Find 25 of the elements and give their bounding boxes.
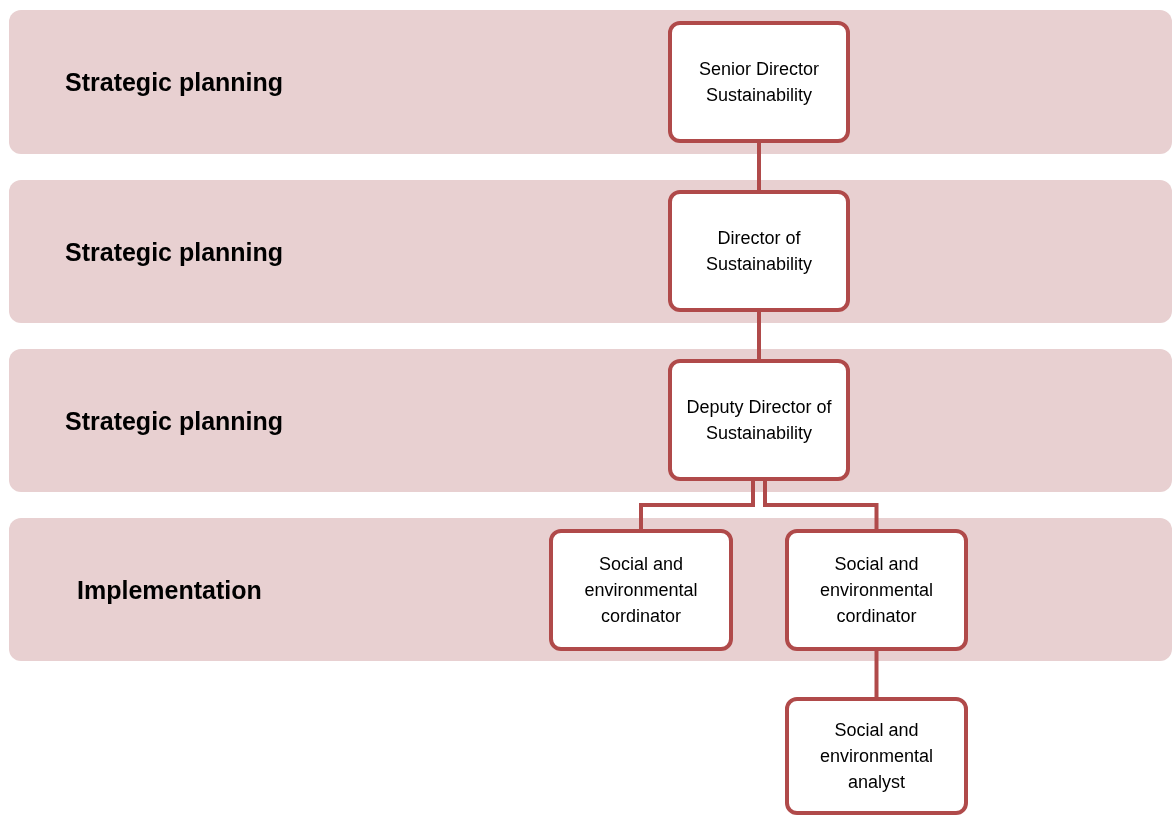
connector-line [639,481,755,529]
role-title: Social and environmental cordinator [583,552,699,629]
level-label: Implementation [77,575,262,604]
role-box [668,359,850,481]
connector-line [757,143,761,190]
role-title: Social and environmental analyst [818,718,935,795]
level-label: Strategic planning [65,237,284,266]
role-title: Social and environmental cordinator [818,552,935,629]
role-title: Deputy Director of Sustainability [685,395,833,445]
level-band [9,10,1172,154]
role-box [785,529,968,651]
role-title: Director of Sustainability [704,226,814,276]
role-box [668,21,850,143]
level-label: Strategic planning [65,67,284,97]
level-band [9,518,1172,661]
level-band [9,349,1172,492]
connector-line [757,312,761,359]
role-box [785,697,968,815]
role-box [549,529,733,651]
connector-line [763,481,879,529]
level-label: Strategic planning [65,406,284,435]
role-title: Senior Director Sustainability [697,57,820,107]
connector-line [874,651,879,697]
level-band [9,180,1172,323]
role-box [668,190,850,312]
